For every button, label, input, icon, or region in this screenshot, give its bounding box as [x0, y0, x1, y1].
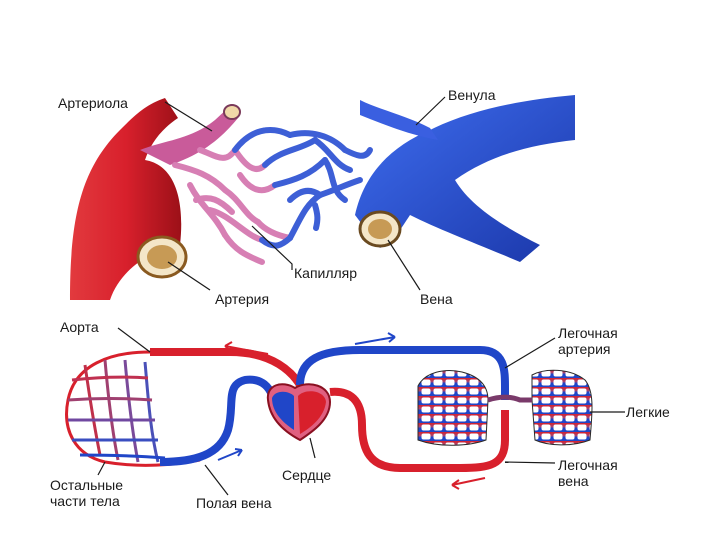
pulmonary-artery-leader	[505, 338, 555, 368]
heart-label: Сердце	[282, 468, 331, 483]
body-leader	[98, 462, 105, 475]
vein-vessel	[355, 95, 575, 262]
pulmonary-artery-label-line1: Легочная	[558, 326, 618, 341]
vein-lumen	[368, 219, 392, 239]
capillary-network	[175, 130, 370, 262]
vena-cava-leader	[205, 465, 228, 495]
lungs-label: Легкие	[626, 405, 670, 420]
pulmonary-artery-flow-arrow	[355, 337, 395, 344]
pulmonary-vein-label-line1: Легочная	[558, 458, 618, 473]
pulmonary-artery-label-line2: артерия	[558, 342, 611, 357]
pulmonary-vein-label-line2: вена	[558, 474, 589, 489]
aorta-leader	[118, 328, 150, 352]
heart	[268, 384, 330, 440]
rest-of-body-label-line2: части тела	[50, 494, 120, 509]
artery-vessel	[70, 98, 186, 300]
body-capillary-bed	[67, 352, 200, 465]
vein-label: Вена	[420, 292, 453, 307]
venule-label: Венула	[448, 88, 496, 103]
pulmonary-vein-leader	[505, 462, 555, 463]
heart-leader	[310, 438, 315, 458]
arteriole-label: Артериола	[58, 96, 128, 111]
vein-leader	[388, 240, 420, 290]
capillary-label: Капилляр	[294, 266, 357, 281]
venule-leader	[416, 97, 445, 125]
rest-of-body-label-line1: Остальные	[50, 478, 123, 493]
artery-label: Артерия	[215, 292, 269, 307]
vena-cava-vessel	[160, 380, 272, 462]
vena-cava-label: Полая вена	[196, 496, 272, 511]
aorta-label: Аорта	[60, 320, 99, 335]
artery-leader	[168, 262, 210, 290]
